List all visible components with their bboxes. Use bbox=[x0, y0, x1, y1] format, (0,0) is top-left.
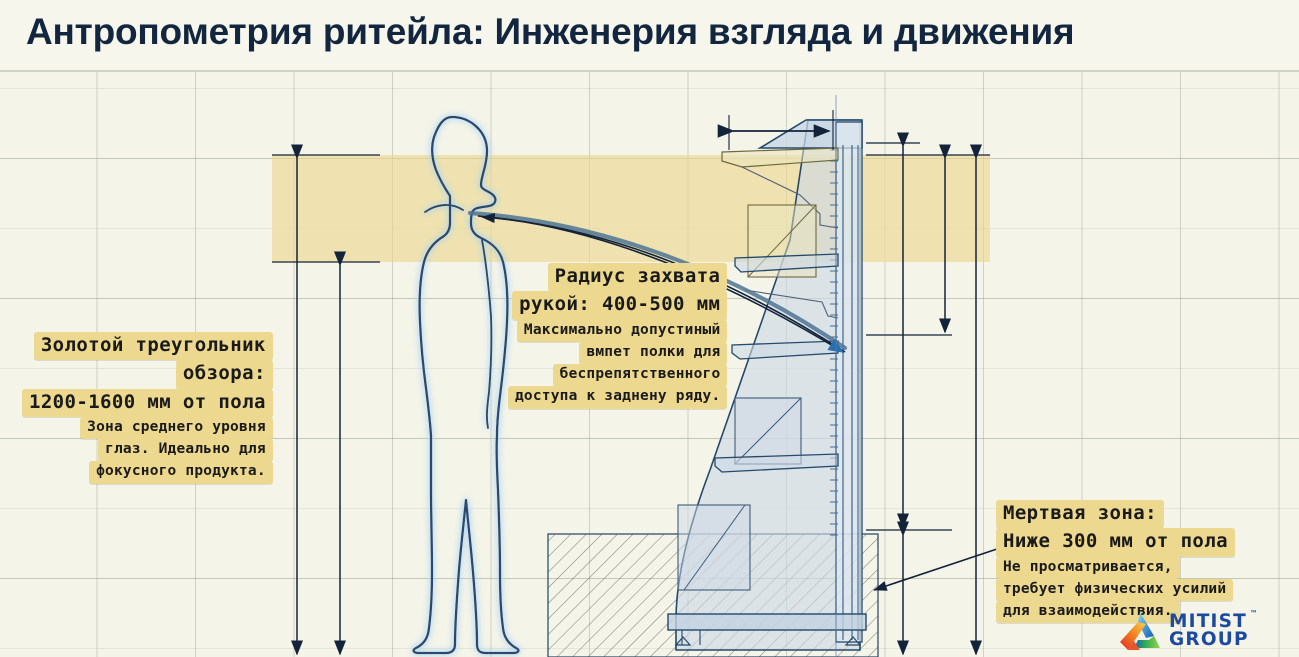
callout-line: требует физических усилий bbox=[996, 578, 1234, 602]
callout-dead-zone: Мертвая зона: Ниже 300 мм от пола Не про… bbox=[996, 500, 1235, 624]
callout-golden-triangle: Золотой треугольник обзора: 1200-1600 мм… bbox=[22, 332, 273, 484]
mitist-ribbon-icon bbox=[1120, 612, 1160, 650]
callout-line: обзора: bbox=[175, 360, 273, 389]
page-title: Антропометрия ритейла: Инженерия взгляда… bbox=[26, 11, 1075, 52]
callout-line: Радиус захвата bbox=[547, 263, 728, 292]
callout-line: Ниже 300 мм от пола bbox=[996, 528, 1235, 557]
brand-logo: MITIST GROUP ™ bbox=[1118, 608, 1288, 654]
reach-arrows bbox=[477, 212, 846, 353]
human-figure bbox=[412, 115, 520, 655]
logo-line-1: MITIST bbox=[1169, 611, 1247, 633]
logo-line-2: GROUP bbox=[1169, 629, 1249, 650]
shelf-lower bbox=[714, 397, 839, 473]
callout-line: вмпет полки для bbox=[579, 341, 728, 365]
left-dimensions bbox=[272, 144, 380, 656]
callout-line: Мертвая зона: bbox=[996, 500, 1164, 529]
depth-dimension bbox=[717, 110, 834, 150]
callout-grab-radius: Радиус захвата рукой: 400-500 мм Максима… bbox=[508, 263, 728, 409]
mitist-wordmark: MITIST GROUP ™ bbox=[1169, 610, 1258, 650]
callout-line: глаз. Идеально для bbox=[98, 439, 273, 462]
callout-line: доступа к заднену ряду. bbox=[508, 386, 728, 409]
callout-line: Зона среднего уровня bbox=[80, 416, 273, 440]
shelving-unit bbox=[667, 119, 867, 651]
right-dimensions bbox=[866, 132, 990, 656]
title-bar: Антропометрия ритейла: Инженерия взгляда… bbox=[0, 0, 1299, 72]
shelf-mid bbox=[731, 289, 839, 360]
callout-line: для взаимодействия. bbox=[996, 601, 1180, 624]
dead-zone-leader bbox=[873, 547, 1001, 591]
callout-line: 1200-1600 мм от пола bbox=[22, 388, 273, 417]
trademark-symbol: ™ bbox=[1249, 609, 1258, 619]
callout-line: Не просматривается, bbox=[996, 556, 1180, 579]
shelf-bottom-bin bbox=[677, 504, 751, 591]
shelf-upper bbox=[734, 204, 839, 278]
reach-arc-curve bbox=[467, 210, 848, 351]
callout-line: беспрепятственного bbox=[552, 364, 728, 387]
callout-line: рукой: 400-500 мм bbox=[512, 291, 728, 320]
callout-line: Золотой треугольник bbox=[33, 332, 273, 361]
callout-line: Максимально допустиный bbox=[516, 319, 728, 342]
title-divider bbox=[0, 70, 1299, 72]
callout-line: фокусного продукта. bbox=[89, 461, 273, 484]
